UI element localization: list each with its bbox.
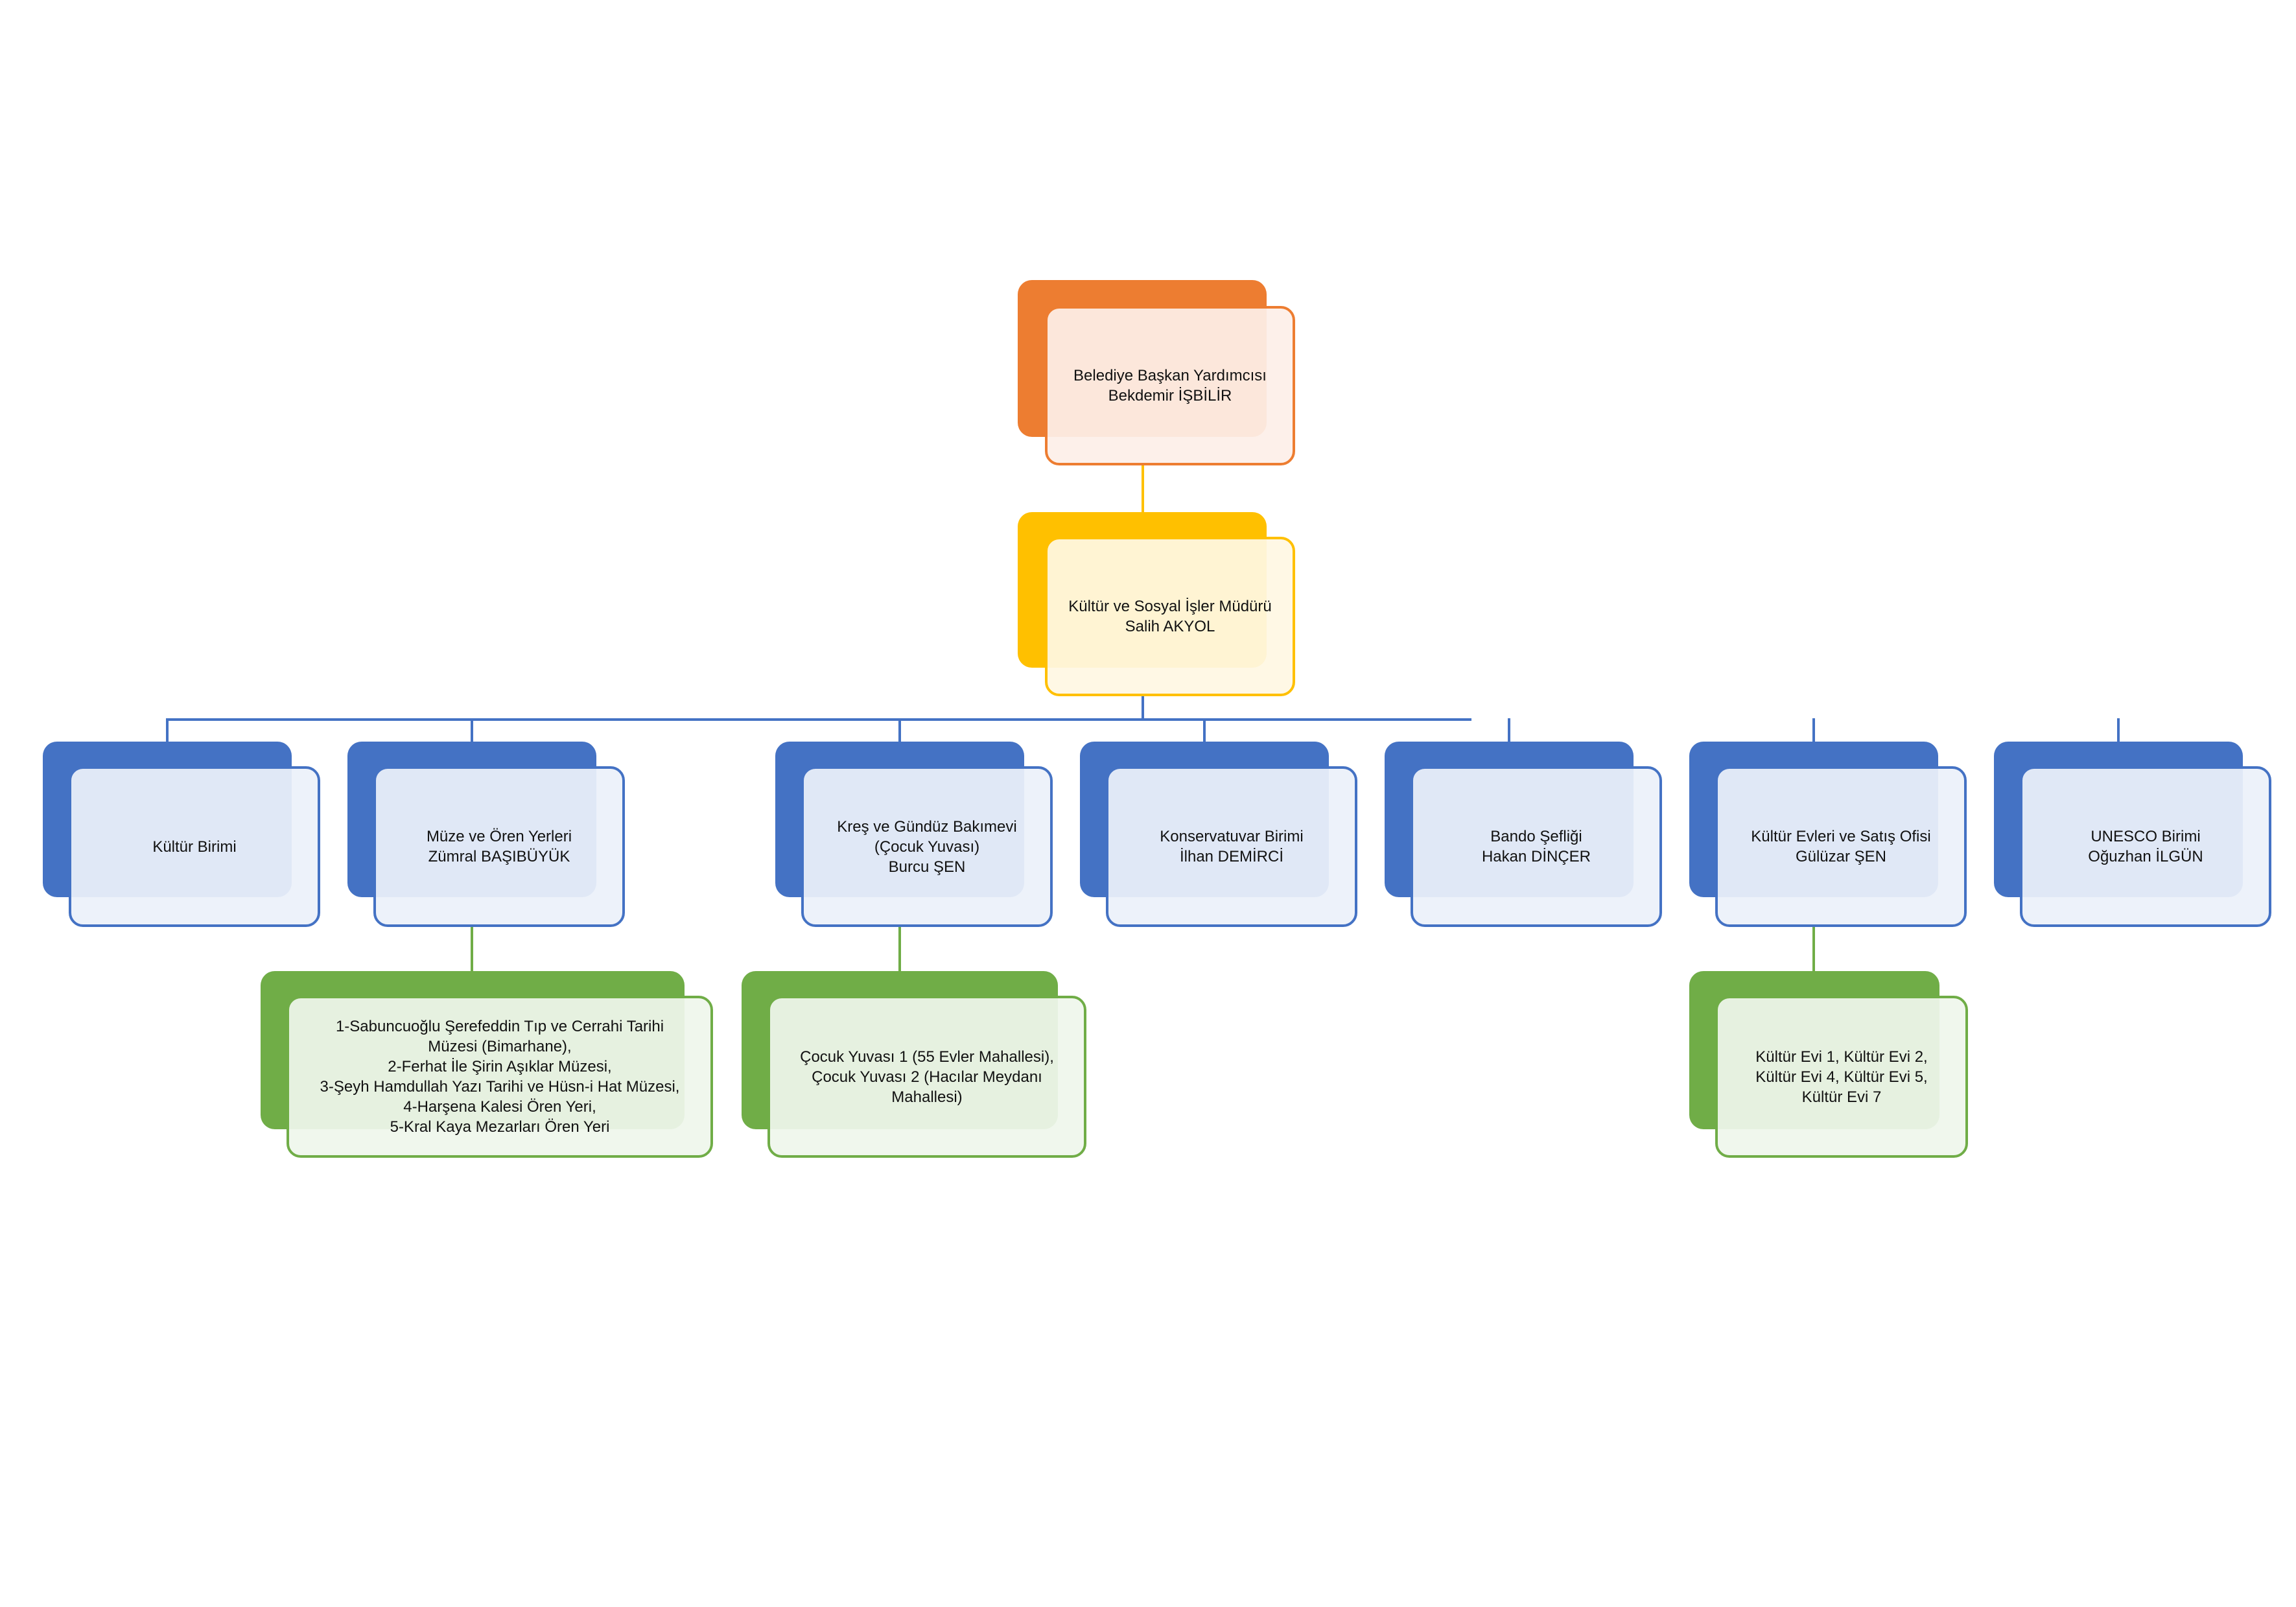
node-deputy-mayor-card: Belediye Başkan Yardımcısı Bekdemir İŞBİ… xyxy=(1045,306,1295,465)
connector-drop-culture xyxy=(166,718,169,743)
node-culture-houses-label: Kültür Evleri ve Satış Ofisi Gülüzar ŞEN xyxy=(1751,828,1931,865)
node-nursery-label: Kreş ve Gündüz Bakımevi (Çocuk Yuvası) B… xyxy=(837,817,1017,876)
node-museum-label: Müze ve Ören Yerleri Zümral BAŞIBÜYÜK xyxy=(426,828,572,865)
node-culture-houses: Kültür Evleri ve Satış Ofisi Gülüzar ŞEN xyxy=(1689,742,1968,927)
node-culture-houses-list-card: Kültür Evi 1, Kültür Evi 2, Kültür Evi 4… xyxy=(1715,996,1968,1158)
connector-drop-band xyxy=(1508,718,1510,743)
node-conservatory: Konservatuvar Birimi İlhan DEMİRCİ xyxy=(1080,742,1359,927)
node-culture-unit: Kültür Birimi xyxy=(43,742,322,927)
node-director-label: Kültür ve Sosyal İşler Müdürü Salih AKYO… xyxy=(1068,598,1272,635)
node-director-card: Kültür ve Sosyal İşler Müdürü Salih AKYO… xyxy=(1045,537,1295,696)
node-museum: Müze ve Ören Yerleri Zümral BAŞIBÜYÜK xyxy=(347,742,626,927)
node-nursery-list: Çocuk Yuvası 1 (55 Evler Mahallesi), Çoc… xyxy=(742,971,1086,1158)
connector-drop-conservatory xyxy=(1203,718,1206,743)
node-unesco: UNESCO Birimi Oğuzhan İLGÜN xyxy=(1994,742,2273,927)
node-nursery-list-label: Çocuk Yuvası 1 (55 Evler Mahallesi), Çoc… xyxy=(800,1048,1054,1106)
node-nursery-list-card: Çocuk Yuvası 1 (55 Evler Mahallesi), Çoc… xyxy=(767,996,1086,1158)
connector-bus xyxy=(166,718,1471,721)
connector-deputy-director xyxy=(1142,464,1144,515)
connector-drop-unesco xyxy=(2117,718,2120,743)
connector-museum-list xyxy=(471,926,473,972)
node-culture-unit-card: Kültür Birimi xyxy=(69,766,320,927)
node-culture-unit-label: Kültür Birimi xyxy=(152,838,237,856)
node-unesco-card: UNESCO Birimi Oğuzhan İLGÜN xyxy=(2020,766,2271,927)
connector-drop-nursery xyxy=(898,718,901,743)
node-deputy-mayor: Belediye Başkan Yardımcısı Bekdemir İŞBİ… xyxy=(1018,280,1296,465)
node-museum-list-card: 1-Sabuncuoğlu Şerefeddin Tıp ve Cerrahi … xyxy=(287,996,713,1158)
node-conservatory-label: Konservatuvar Birimi İlhan DEMİRCİ xyxy=(1160,828,1304,865)
node-band: Bando Şefliği Hakan DİNÇER xyxy=(1385,742,1663,927)
node-band-card: Bando Şefliği Hakan DİNÇER xyxy=(1411,766,1662,927)
node-culture-houses-list-label: Kültür Evi 1, Kültür Evi 2, Kültür Evi 4… xyxy=(1755,1048,1928,1106)
connector-drop-museum xyxy=(471,718,473,743)
node-director: Kültür ve Sosyal İşler Müdürü Salih AKYO… xyxy=(1018,512,1296,696)
node-culture-houses-card: Kültür Evleri ve Satış Ofisi Gülüzar ŞEN xyxy=(1715,766,1967,927)
connector-director-bus xyxy=(1142,695,1144,721)
node-nursery-card: Kreş ve Gündüz Bakımevi (Çocuk Yuvası) B… xyxy=(801,766,1053,927)
connector-nursery-list xyxy=(898,926,901,972)
node-museum-card: Müze ve Ören Yerleri Zümral BAŞIBÜYÜK xyxy=(373,766,625,927)
connector-culture-houses-list xyxy=(1812,926,1815,972)
node-museum-list: 1-Sabuncuoğlu Şerefeddin Tıp ve Cerrahi … xyxy=(261,971,713,1158)
node-deputy-mayor-label: Belediye Başkan Yardımcısı Bekdemir İŞBİ… xyxy=(1073,367,1267,405)
node-unesco-label: UNESCO Birimi Oğuzhan İLGÜN xyxy=(2088,828,2203,865)
connector-drop-culture-houses xyxy=(1812,718,1815,743)
node-conservatory-card: Konservatuvar Birimi İlhan DEMİRCİ xyxy=(1106,766,1357,927)
node-culture-houses-list: Kültür Evi 1, Kültür Evi 2, Kültür Evi 4… xyxy=(1689,971,1968,1158)
node-museum-list-label: 1-Sabuncuoğlu Şerefeddin Tıp ve Cerrahi … xyxy=(320,1018,680,1136)
node-nursery: Kreş ve Gündüz Bakımevi (Çocuk Yuvası) B… xyxy=(775,742,1054,927)
node-band-label: Bando Şefliği Hakan DİNÇER xyxy=(1481,828,1591,865)
